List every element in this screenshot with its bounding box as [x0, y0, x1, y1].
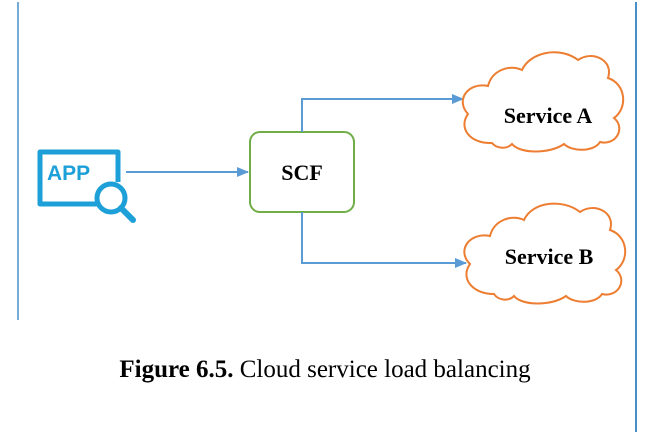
scf-node: SCF — [249, 131, 355, 213]
app-icon-label: APP — [47, 162, 90, 185]
arrow-scf-to-service-a — [301, 94, 464, 132]
app-search-icon: APP — [37, 149, 136, 223]
frame-border — [17, 2, 637, 432]
arrow-scf-to-service-b — [301, 212, 467, 268]
cloud-service-a: Service A — [461, 51, 624, 153]
figure-number: Figure 6.5. — [119, 356, 234, 383]
figure-caption: Figure 6.5. Cloud service load balancing — [0, 356, 650, 384]
scf-label: SCF — [281, 160, 323, 185]
service-b-label: Service B — [505, 244, 594, 269]
cloud-service-b: Service B — [463, 202, 626, 305]
figure-caption-text: Cloud service load balancing — [239, 356, 531, 383]
service-a-label: Service A — [504, 103, 593, 128]
